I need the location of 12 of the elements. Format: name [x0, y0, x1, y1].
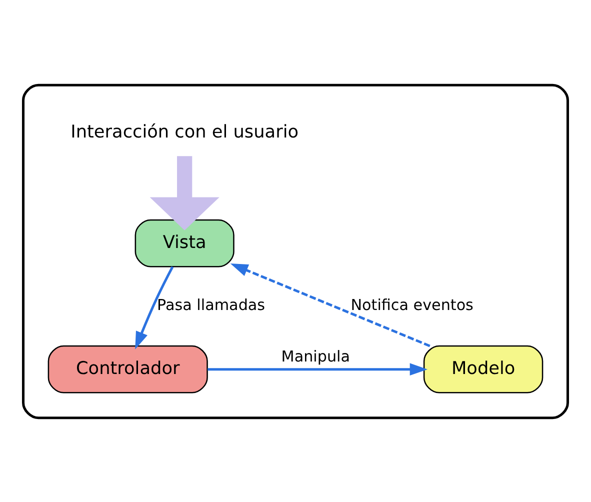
- node-box: Modelo: [423, 344, 544, 393]
- cluster: [22, 83, 569, 419]
- edge-label: Notifica eventos: [350, 296, 474, 314]
- edge-label: Manipula: [281, 346, 350, 365]
- arrow: [150, 156, 220, 230]
- edge-label: Pasa llamadas: [157, 296, 266, 314]
- node-box: Vista: [134, 218, 234, 267]
- node-text: Interacción con el usuario: [70, 122, 299, 142]
- arrow: [208, 362, 428, 376]
- arrow: [230, 263, 430, 347]
- arrow: [135, 266, 174, 349]
- node-box: Controlador: [48, 344, 208, 393]
